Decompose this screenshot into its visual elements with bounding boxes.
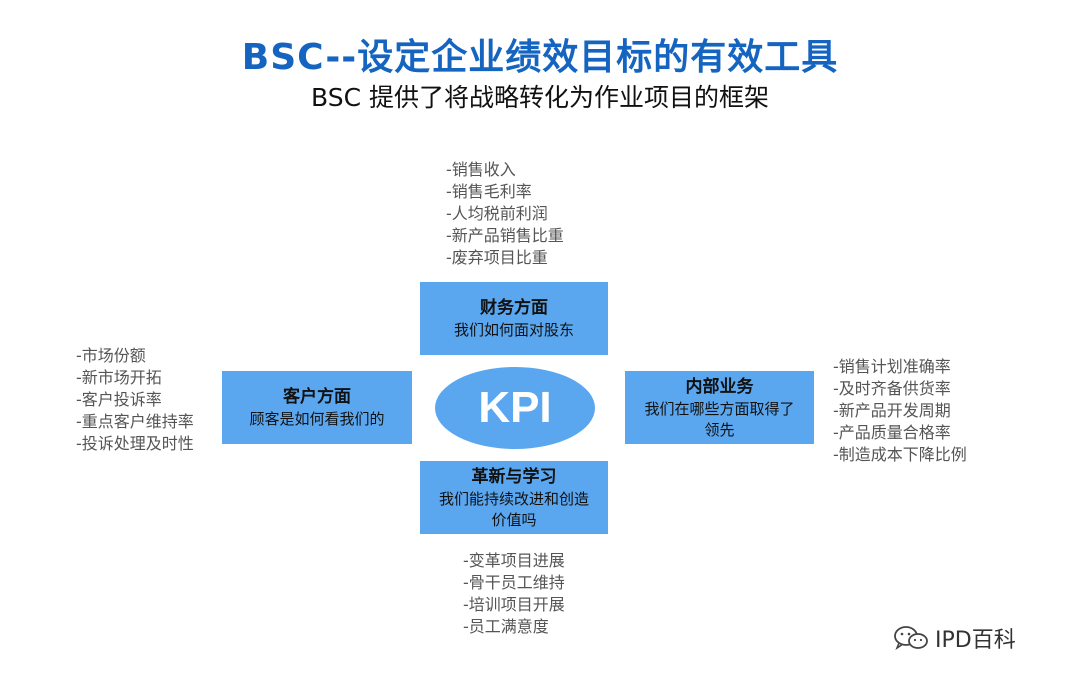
- watermark: IPD百科: [893, 622, 1016, 654]
- box-description: 我们能持续改进和创造价值吗: [438, 489, 589, 529]
- watermark-text: IPD百科: [935, 628, 1016, 653]
- list-item: -重点客户维持率: [76, 412, 194, 431]
- list-item: -人均税前利润: [446, 204, 548, 223]
- wechat-icon: [894, 626, 928, 651]
- financial-indicator-list: -销售收入 -销售毛利率 -人均税前利润 -新产品销售比重 -废弃项目比重: [446, 159, 564, 269]
- list-item: -员工满意度: [463, 617, 549, 636]
- internal-process-box: 内部业务 我们在哪些方面取得了领先: [625, 371, 814, 444]
- box-description: 我们如何面对股东: [453, 321, 574, 339]
- financial-perspective-box: 财务方面 我们如何面对股东: [420, 282, 608, 355]
- list-item: -新市场开拓: [76, 368, 162, 387]
- page-subtitle: BSC 提供了将战略转化为作业项目的框架: [311, 83, 769, 112]
- list-item: -新产品开发周期: [833, 401, 951, 420]
- internal-process-indicator-list: -销售计划准确率 -及时齐备供货率 -新产品开发周期 -产品质量合格率 -制造成…: [833, 356, 967, 466]
- list-item: -销售计划准确率: [833, 357, 951, 376]
- page-title: BSC--设定企业绩效目标的有效工具: [241, 37, 839, 78]
- box-description: 顾客是如何看我们的: [249, 410, 385, 428]
- list-item: -变革项目进展: [463, 551, 565, 570]
- list-item: -新产品销售比重: [446, 226, 564, 245]
- list-item: -培训项目开展: [463, 595, 565, 614]
- box-description: 我们在哪些方面取得了领先: [644, 399, 795, 439]
- list-item: -及时齐备供货率: [833, 379, 951, 398]
- list-item: -骨干员工维持: [463, 573, 565, 592]
- kpi-label: KPI: [478, 383, 552, 432]
- learning-growth-indicator-list: -变革项目进展 -骨干员工维持 -培训项目开展 -员工满意度: [463, 550, 565, 638]
- list-item: -制造成本下降比例: [833, 445, 967, 464]
- learning-growth-box: 革新与学习 我们能持续改进和创造价值吗: [420, 461, 608, 534]
- list-item: -销售毛利率: [446, 182, 532, 201]
- list-item: -市场份额: [76, 346, 146, 365]
- list-item: -客户投诉率: [76, 390, 162, 409]
- list-item: -投诉处理及时性: [76, 434, 194, 453]
- box-title: 革新与学习: [471, 466, 557, 487]
- customer-indicator-list: -市场份额 -新市场开拓 -客户投诉率 -重点客户维持率 -投诉处理及时性: [76, 345, 194, 455]
- customer-perspective-box: 客户方面 顾客是如何看我们的: [222, 371, 412, 444]
- box-title: 客户方面: [283, 387, 351, 407]
- list-item: -销售收入: [446, 160, 516, 179]
- list-item: -产品质量合格率: [833, 423, 951, 442]
- kpi-ellipse: KPI: [433, 365, 597, 451]
- box-title: 财务方面: [480, 298, 548, 318]
- list-item: -废弃项目比重: [446, 248, 548, 267]
- box-title: 内部业务: [685, 376, 754, 397]
